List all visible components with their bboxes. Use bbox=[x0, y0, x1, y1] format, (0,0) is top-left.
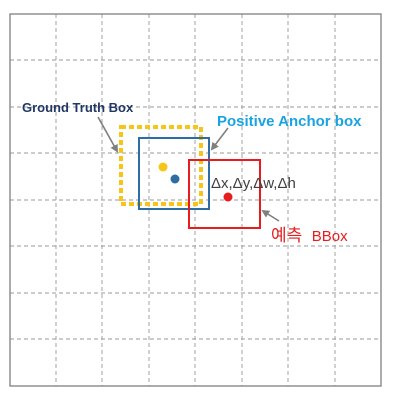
grid-border bbox=[9, 13, 382, 387]
delta-label: Δx,Δy,Δw,Δh bbox=[211, 175, 296, 192]
predicted-bbox-label: 예측 BBox bbox=[271, 226, 348, 245]
positive-anchor-label: Positive Anchor box bbox=[217, 113, 362, 130]
ground-truth-center-point bbox=[158, 162, 168, 172]
anchor-center-point bbox=[170, 174, 180, 184]
predicted-center-point bbox=[223, 192, 233, 202]
predicted-arrow bbox=[261, 209, 280, 222]
predicted-bbox-label-prefix: 예측 bbox=[271, 226, 302, 245]
predicted-bbox bbox=[188, 159, 261, 229]
positive-anchor-box bbox=[138, 137, 210, 210]
anchor-arrow bbox=[210, 127, 229, 151]
grid bbox=[9, 13, 382, 387]
predicted-bbox-label-suffix: BBox bbox=[312, 228, 348, 245]
ground-truth-label: Ground Truth Box bbox=[22, 100, 134, 115]
ground-truth-arrow bbox=[97, 116, 118, 153]
ground-truth-box bbox=[119, 125, 203, 206]
